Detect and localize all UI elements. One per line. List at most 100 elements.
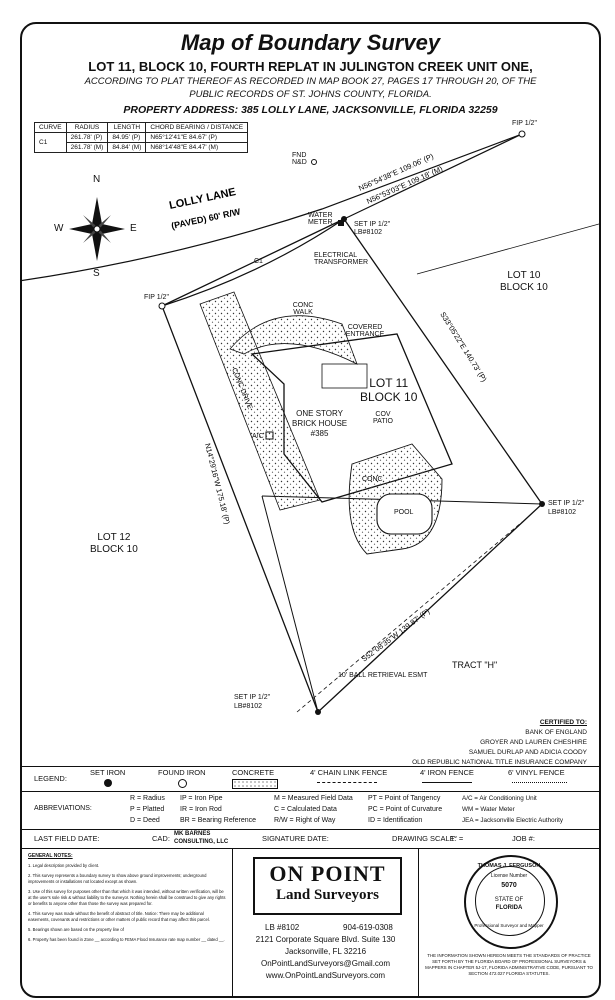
legend-set-iron: SET IRON (90, 768, 126, 777)
legend-iron-fence: 4' IRON FENCE (420, 768, 474, 777)
seal-top-text: THOMAS J. FERGUSON (477, 863, 541, 869)
abbr-item: R = Radius (130, 795, 165, 802)
survey-title: Map of Boundary Survey (180, 30, 441, 55)
notes-list: 1. Legal description provided by client.… (28, 863, 226, 943)
cad-name-line: MK BARNES (174, 831, 211, 837)
seal-license-text: License Number (490, 873, 528, 879)
company-block: ON POINT Land Surveyors LB #8102 904-619… (233, 849, 419, 996)
fip-top-label: FIP 1/2" (512, 120, 537, 127)
lot-12-block: BLOCK 10 (90, 544, 138, 555)
plat-reference-line2: PUBLIC RECORDS OF ST. JOHNS COUNTY, FLOR… (189, 89, 432, 100)
signature-date-label: SIGNATURE DATE: (262, 834, 329, 843)
scale-value: 1" = (450, 834, 464, 843)
abbr-item: D = Deed (130, 817, 160, 824)
street-name: LOLLY LANE (168, 186, 237, 212)
vinyl-fence-icon (512, 782, 567, 783)
abbr-item: P = Platted (130, 806, 165, 813)
note-item: 3. Use of this survey for purposes other… (28, 889, 226, 906)
set-iron-bottom-marker (315, 709, 321, 715)
certified-line: OLD REPUBLIC NATIONAL TITLE INSURANCE CO… (412, 759, 587, 766)
iron-fence-icon (422, 782, 472, 783)
lot-line-right (343, 133, 523, 220)
rear-line-2 (261, 495, 319, 713)
bearing-left-p: N14°29'16"W 175.18' (P) (203, 442, 232, 525)
compass-s: S (93, 268, 100, 279)
water-meter-icon (338, 220, 344, 226)
abbr-col-3: M = Measured Field Data C = Calculated D… (274, 793, 353, 826)
seal-icon (464, 855, 558, 949)
lot-line-lot10 (416, 223, 599, 275)
set-ip-bottom-label: SET IP 1/2" (234, 694, 271, 701)
house-stories: ONE STORY (296, 409, 343, 418)
cad-label: CAD: (152, 834, 170, 843)
last-field-date-label: LAST FIELD DATE: (34, 834, 100, 843)
abbr-item: ID = Identification (368, 817, 423, 824)
company-name-top: ON POINT (269, 861, 386, 886)
company-name-bottom: Land Surveyors (276, 887, 379, 903)
cad-name: MK BARNES CONSULTING, LLC (174, 830, 228, 846)
seal-state: STATE OF (494, 897, 524, 903)
abbr-item: BR = Bearing Reference (180, 817, 257, 824)
set-iron-right-marker (539, 501, 545, 507)
property-address: PROPERTY ADDRESS: 385 LOLLY LANE, JACKSO… (22, 104, 599, 116)
curve-c1-line (161, 218, 345, 307)
lot-subtitle: LOT 11, BLOCK 10, FOURTH REPLAT IN JULIN… (88, 59, 533, 74)
lot-12-label: LOT 12 BLOCK 10 (90, 532, 138, 556)
abbr-item: C = Calculated Data (274, 806, 337, 813)
lot-10-label: LOT 10 BLOCK 10 (500, 270, 548, 294)
curve-table: CURVE RADIUS LENGTH CHORD BEARING / DIST… (34, 122, 249, 153)
concrete-swatch-icon (232, 779, 278, 789)
abbr-item: R/W = Right of Way (274, 817, 336, 824)
legend-label: LEGEND: (34, 774, 67, 783)
cad-name-line: CONSULTING, LLC (174, 839, 229, 845)
job-label: JOB #: (512, 834, 535, 843)
lot-11-name: LOT 11 (369, 376, 409, 390)
abbr-item: IP = Iron Pipe (180, 795, 223, 802)
abbr-item: PC = Point of Curvature (368, 806, 443, 813)
abbr-item: JEA = Jacksonville Electric Authority (462, 817, 563, 824)
c1-label: C1 (254, 258, 263, 265)
fnd-nd-label: FND N&D (292, 152, 307, 166)
abbr-col-1: R = Radius P = Platted D = Deed (130, 793, 165, 826)
water-meter-label: WATER METER (308, 212, 333, 226)
compass-n: N (93, 174, 101, 185)
found-nd-marker (311, 159, 317, 165)
company-phone: 904-619-0308 (343, 923, 393, 932)
abbreviations-row: ABBREVIATIONS: R = Radius P = Platted D … (22, 791, 599, 830)
abbr-item: IR = Iron Rod (180, 806, 222, 813)
notes-title: GENERAL NOTES: (28, 853, 73, 859)
address-label: PROPERTY ADDRESS: (123, 104, 239, 116)
legend-chain-link: 4' CHAIN LINK FENCE (310, 768, 388, 777)
house-type: BRICK HOUSE (292, 419, 348, 428)
covered-entrance-label: COVERED ENTRANCE (345, 324, 385, 338)
lot-10-block: BLOCK 10 (500, 282, 548, 293)
set-ip-top-label: SET IP 1/2" (354, 221, 391, 228)
house-label: ONE STORY BRICK HOUSE #385 (292, 409, 347, 439)
abbr-item: PT = Point of Tangency (368, 795, 441, 802)
abbr-col-4: PT = Point of Tangency PC = Point of Cur… (368, 793, 442, 826)
plat-reference-line1: ACCORDING TO PLAT THEREOF AS RECORDED IN… (84, 76, 537, 87)
fip-left-label: FIP 1/2" (144, 294, 169, 301)
table-cell: 84.84' (M) (107, 142, 147, 153)
house-number: #385 (310, 429, 329, 438)
legend-vinyl-fence: 6' VINYL FENCE (508, 768, 565, 777)
covered-entrance (321, 363, 368, 389)
legend-concrete: CONCRETE (232, 768, 275, 777)
lb-bottom-label: LB#8102 (234, 703, 263, 710)
company-email: OnPointLandSurveyors@Gmail.com (260, 959, 391, 968)
note-item: 6. Property has been found in Zone __ ac… (28, 937, 225, 942)
company-street: 2121 Corporate Square Blvd. Suite 130 (255, 935, 396, 944)
found-iron-top-marker (518, 130, 526, 138)
lot-11-label: LOT 11 BLOCK 10 (360, 376, 417, 404)
compass-e: E (130, 223, 137, 234)
general-notes: GENERAL NOTES: 1. Legal description prov… (22, 849, 233, 996)
lot-12-name: LOT 12 (97, 532, 131, 543)
house-footprint (250, 333, 453, 503)
lot-11-block: BLOCK 10 (360, 390, 418, 404)
conc-walk-label: CONC WALK (292, 302, 314, 316)
found-iron-icon (178, 779, 187, 788)
found-iron-left-marker (158, 302, 166, 310)
bearing-right-p: S33°05'22"E 140.73' (P) (438, 310, 489, 384)
ball-esmt-label: 10' BALL RETRIEVAL ESMT (338, 672, 428, 679)
pool-label: POOL (394, 509, 414, 516)
